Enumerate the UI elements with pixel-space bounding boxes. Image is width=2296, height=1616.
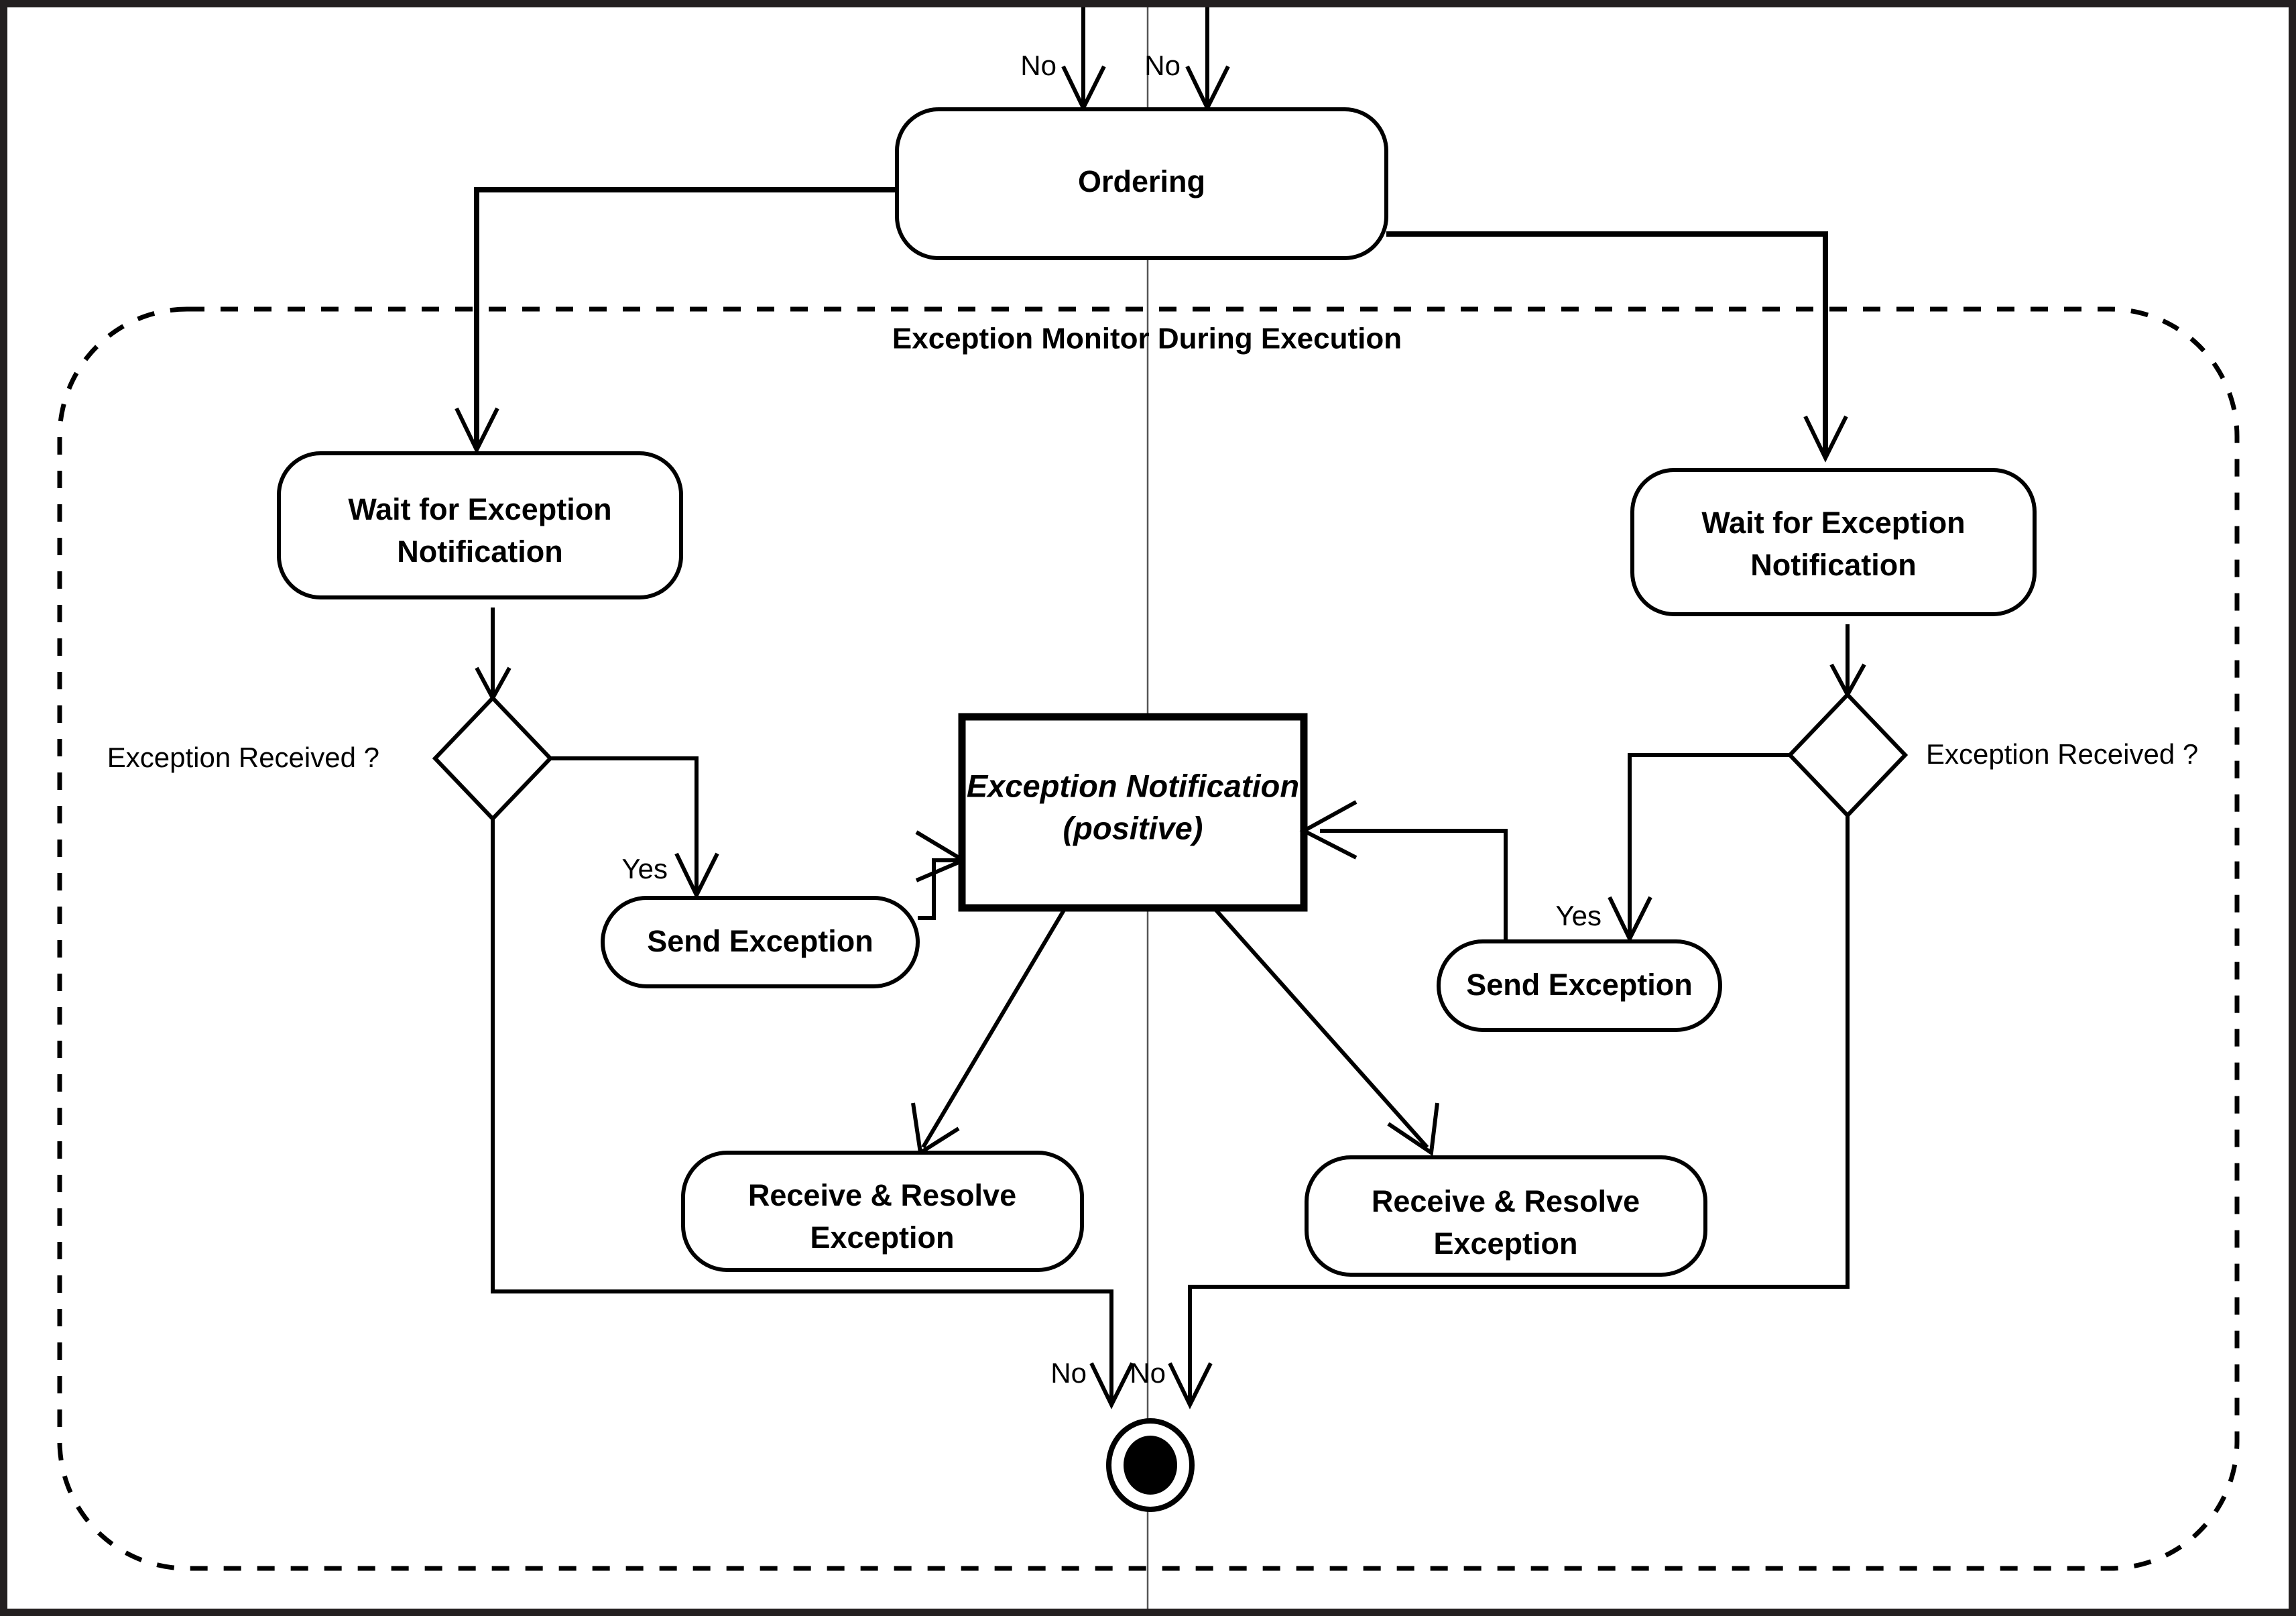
final-node-dot xyxy=(1124,1436,1177,1495)
node-receive-resolve-right[interactable] xyxy=(1305,1155,1707,1277)
edge-decision-left-no xyxy=(491,819,1113,1402)
edge-ordering-to-wait-right xyxy=(1386,231,1828,455)
node-receive-resolve-left-label-line2: Exception xyxy=(810,1220,954,1255)
node-wait-left-label-line1: Wait for Exception xyxy=(348,492,611,526)
partition-boundary xyxy=(57,306,2240,1571)
node-wait-right-label-line2: Notification xyxy=(1750,548,1916,582)
arrow-head-send-right xyxy=(1608,896,1652,943)
partition-title: Exception Monitor During Execution xyxy=(892,323,1402,355)
edge-label-top-no-left: No xyxy=(1020,50,1056,81)
edge-ordering-to-wait-left xyxy=(474,187,897,447)
node-send-exception-right[interactable] xyxy=(1437,939,1722,1032)
node-ordering-label: Ordering xyxy=(1078,164,1205,198)
node-send-exception-left[interactable] xyxy=(601,896,920,988)
edge-send-left-to-notification xyxy=(918,858,962,920)
node-ordering[interactable] xyxy=(895,107,1388,260)
node-send-exception-right-label: Send Exception xyxy=(1466,968,1693,1002)
arrow-head-final-from-left xyxy=(1089,1362,1134,1409)
node-wait-left[interactable] xyxy=(277,451,683,599)
edge-label-bottom-no-right: No xyxy=(1130,1357,1166,1389)
decision-left-guard-label: Exception Received ? xyxy=(107,742,379,773)
node-receive-resolve-right-label-line2: Exception xyxy=(1433,1226,1577,1261)
edge-send-right-to-notification xyxy=(1320,829,1508,941)
edge-decision-right-no xyxy=(1188,815,1850,1402)
edge-label-top-no-right: No xyxy=(1144,50,1181,81)
edge-label-yes-right: Yes xyxy=(1555,900,1602,931)
node-receive-resolve-left-label-line1: Receive & Resolve xyxy=(748,1178,1016,1212)
node-wait-right-label-line1: Wait for Exception xyxy=(1701,506,1965,540)
decision-right[interactable] xyxy=(1787,691,1909,819)
edge-label-bottom-no-left: No xyxy=(1050,1357,1087,1389)
arrow-head-notification-left xyxy=(915,830,968,882)
edge-decision-left-yes xyxy=(550,756,699,892)
node-exception-notification[interactable] xyxy=(958,713,1308,912)
decision-left[interactable] xyxy=(432,695,554,822)
edge-decision-right-yes xyxy=(1628,753,1790,936)
edge-label-yes-left: Yes xyxy=(621,853,668,884)
arrow-head-wait-right xyxy=(1803,415,1848,463)
arrow-head-receive-right xyxy=(1387,1102,1439,1157)
node-wait-right[interactable] xyxy=(1630,468,2037,616)
arrow-head-send-left xyxy=(674,852,719,900)
node-receive-resolve-left[interactable] xyxy=(681,1151,1084,1272)
edge-notification-to-receive-right xyxy=(1212,907,1429,1149)
node-receive-resolve-right-label-line1: Receive & Resolve xyxy=(1372,1184,1640,1218)
edge-notification-to-receive-left xyxy=(921,907,1067,1149)
arrow-head-final-from-right xyxy=(1168,1362,1213,1409)
activity-diagram-svg: No No Ordering Exception Monitor During … xyxy=(57,7,2240,1609)
arrow-head-wait-left xyxy=(455,407,499,455)
node-send-exception-left-label: Send Exception xyxy=(647,924,873,958)
node-exception-notification-label-line1: Exception Notification xyxy=(967,768,1299,803)
node-exception-notification-label-line2: (positive) xyxy=(1063,810,1203,846)
node-wait-left-label-line2: Notification xyxy=(397,534,562,569)
arrow-head-notification-right xyxy=(1299,800,1357,860)
decision-right-guard-label: Exception Received ? xyxy=(1926,738,2198,770)
